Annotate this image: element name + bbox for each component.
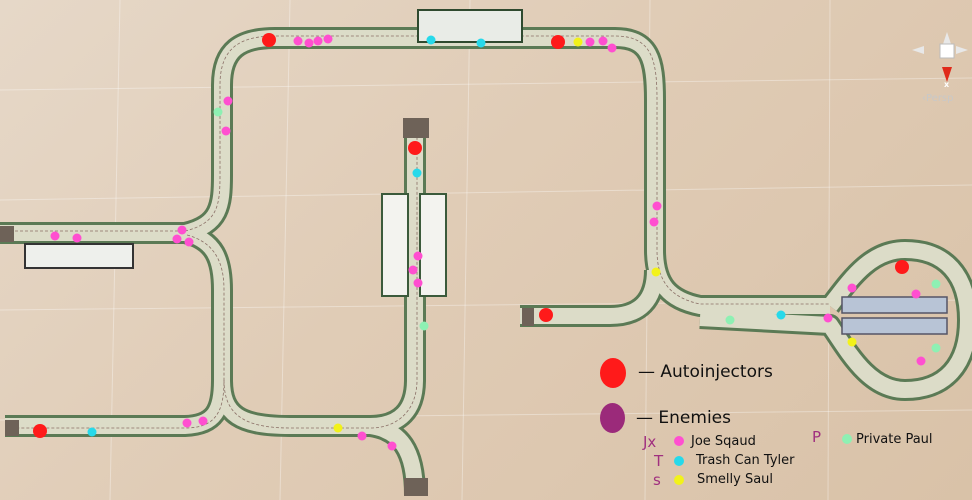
- joe-sqaud-marker: [182, 418, 192, 428]
- bottom-endcap: [404, 478, 428, 496]
- trash-can-tyler-marker: [476, 38, 486, 48]
- joe-sqaud-marker: [357, 431, 367, 441]
- private-paul-marker: [213, 107, 223, 117]
- private-paul-marker: [725, 315, 735, 325]
- center-station-left: [381, 193, 409, 297]
- joe-sqaud-marker: [408, 265, 418, 275]
- joe-sqaud-marker: [598, 36, 608, 46]
- gizmo-left-cone-icon[interactable]: [912, 46, 924, 54]
- joe-sqaud-marker: [847, 283, 857, 293]
- joe-sqaud-marker: [649, 217, 659, 227]
- loop-platform-top: [841, 296, 948, 314]
- joe-sqaud-marker: [293, 36, 303, 46]
- autoinjector-marker: [539, 308, 553, 322]
- autoinjector-marker: [33, 424, 47, 438]
- smelly-saul-marker: [333, 423, 343, 433]
- track-surface: [0, 30, 972, 496]
- private-paul-label: Private Paul: [856, 432, 933, 447]
- joe-sqaud-marker: [823, 313, 833, 323]
- autoinjector-marker: [262, 33, 276, 47]
- center-station-right: [419, 193, 447, 297]
- joe-sqaud-legend-dot: [674, 436, 684, 446]
- autoinjectors-legend-label: — Autoinjectors: [638, 362, 773, 382]
- private-paul-marker: [931, 279, 941, 289]
- gizmo-center-cube-icon[interactable]: [939, 43, 955, 59]
- joe-sqaud-marker: [223, 96, 233, 106]
- trash-can-tyler-marker: [412, 168, 422, 178]
- private-paul-markers: [213, 107, 941, 353]
- trash-can-tyler-markers: [87, 35, 786, 437]
- view-gizmo[interactable]: [910, 30, 970, 110]
- joe-sqaud-marker: [413, 278, 423, 288]
- gizmo-right-cone-icon[interactable]: [956, 46, 968, 54]
- gizmo-x-cone-icon[interactable]: [942, 67, 952, 82]
- trash-can-tyler-marker: [87, 427, 97, 437]
- autoinjectors: [33, 33, 909, 438]
- private-paul-marker: [931, 343, 941, 353]
- joe-sqaud-marker: [184, 237, 194, 247]
- trash-can-tyler-marker: [776, 310, 786, 320]
- gizmo-up-cone-icon[interactable]: [943, 32, 951, 44]
- left-endcap-top: [0, 226, 14, 242]
- joe-sqaud-tag: Jx: [643, 433, 657, 451]
- smelly-saul-marker: [651, 267, 661, 277]
- gizmo-axis-label: x: [944, 80, 950, 89]
- track-rails: [0, 35, 830, 429]
- joe-sqaud-marker: [585, 37, 595, 47]
- joe-sqaud-marker: [911, 289, 921, 299]
- projection-toggle[interactable]: ‹Persp: [922, 93, 954, 104]
- autoinjector-marker: [408, 141, 422, 155]
- joe-sqaud-label: Joe Sqaud: [691, 434, 756, 449]
- smelly-saul-label: Smelly Saul: [697, 472, 774, 487]
- trash-can-tyler-marker: [426, 35, 436, 45]
- joe-sqaud-marker: [304, 38, 314, 48]
- private-paul-legend-dot: [842, 434, 852, 444]
- center-endcap: [403, 118, 429, 138]
- autoinjector-marker: [895, 260, 909, 274]
- autoinjector-legend-icon: [600, 358, 626, 388]
- joe-sqaud-marker: [413, 251, 423, 261]
- joe-sqaud-marker: [72, 233, 82, 243]
- trash-can-tyler-label: Trash Can Tyler: [696, 453, 795, 468]
- joe-sqaud-marker: [916, 356, 926, 366]
- joe-sqaud-marker: [652, 201, 662, 211]
- enemy-legend-icon: [600, 403, 625, 433]
- joe-sqaud-marker: [198, 416, 208, 426]
- smelly-saul-marker: [847, 337, 857, 347]
- smelly-saul-tag: s: [653, 471, 661, 489]
- loop-platform-bottom: [841, 317, 948, 335]
- joe-sqaud-marker: [607, 43, 617, 53]
- private-paul-marker: [419, 321, 429, 331]
- structures: [0, 9, 948, 496]
- joe-sqaud-marker: [313, 36, 323, 46]
- private-paul-tag: P: [812, 428, 822, 446]
- joe-sqaud-marker: [172, 234, 182, 244]
- smelly-saul-marker: [573, 37, 583, 47]
- trash-can-tyler-legend-dot: [674, 456, 684, 466]
- autoinjector-marker: [551, 35, 565, 49]
- smelly-saul-legend-dot: [674, 475, 684, 485]
- smelly-saul-markers: [333, 37, 857, 433]
- joe-sqaud-markers: [50, 34, 926, 451]
- mid-endcap: [522, 308, 534, 326]
- joe-sqaud-marker: [50, 231, 60, 241]
- joe-sqaud-marker: [221, 126, 231, 136]
- joe-sqaud-marker: [177, 225, 187, 235]
- left-station: [24, 243, 134, 269]
- left-endcap-bottom: [5, 420, 19, 436]
- joe-sqaud-marker: [387, 441, 397, 451]
- top-station: [417, 9, 523, 43]
- joe-sqaud-marker: [323, 34, 333, 44]
- trash-can-tyler-tag: T: [654, 452, 664, 470]
- enemies-legend-label: — Enemies: [636, 408, 731, 428]
